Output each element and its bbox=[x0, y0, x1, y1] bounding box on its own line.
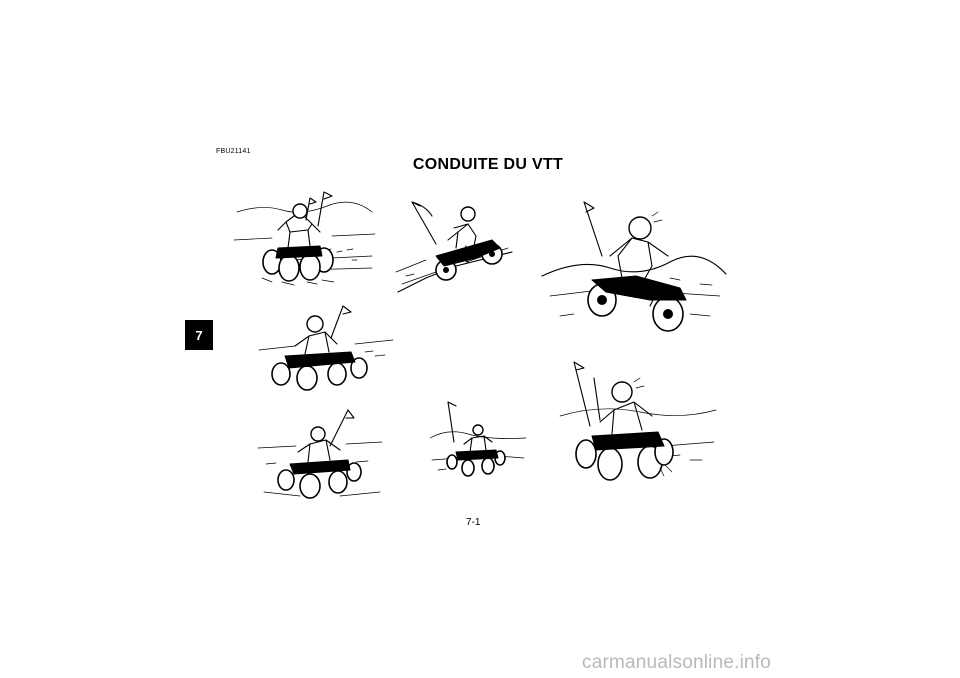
atv-descending-slope-illustration bbox=[540, 196, 728, 336]
atv-rider-front-view-illustration bbox=[256, 406, 384, 502]
atv-riding-away-illustration bbox=[232, 190, 377, 290]
atv-climbing-hill-illustration bbox=[395, 192, 514, 298]
document-code: FBU21141 bbox=[216, 148, 251, 155]
chapter-tab: 7 bbox=[185, 320, 213, 350]
watermark: carmanualsonline.info bbox=[582, 652, 772, 673]
page-number: 7-1 bbox=[466, 517, 481, 528]
page-title: CONDUITE DU VTT bbox=[412, 156, 564, 173]
atv-turning-illustration bbox=[255, 304, 395, 394]
atv-rider-on-slope-illustration bbox=[559, 356, 718, 486]
atv-distant-rider-illustration bbox=[428, 398, 528, 482]
chapter-number: 7 bbox=[195, 327, 203, 343]
